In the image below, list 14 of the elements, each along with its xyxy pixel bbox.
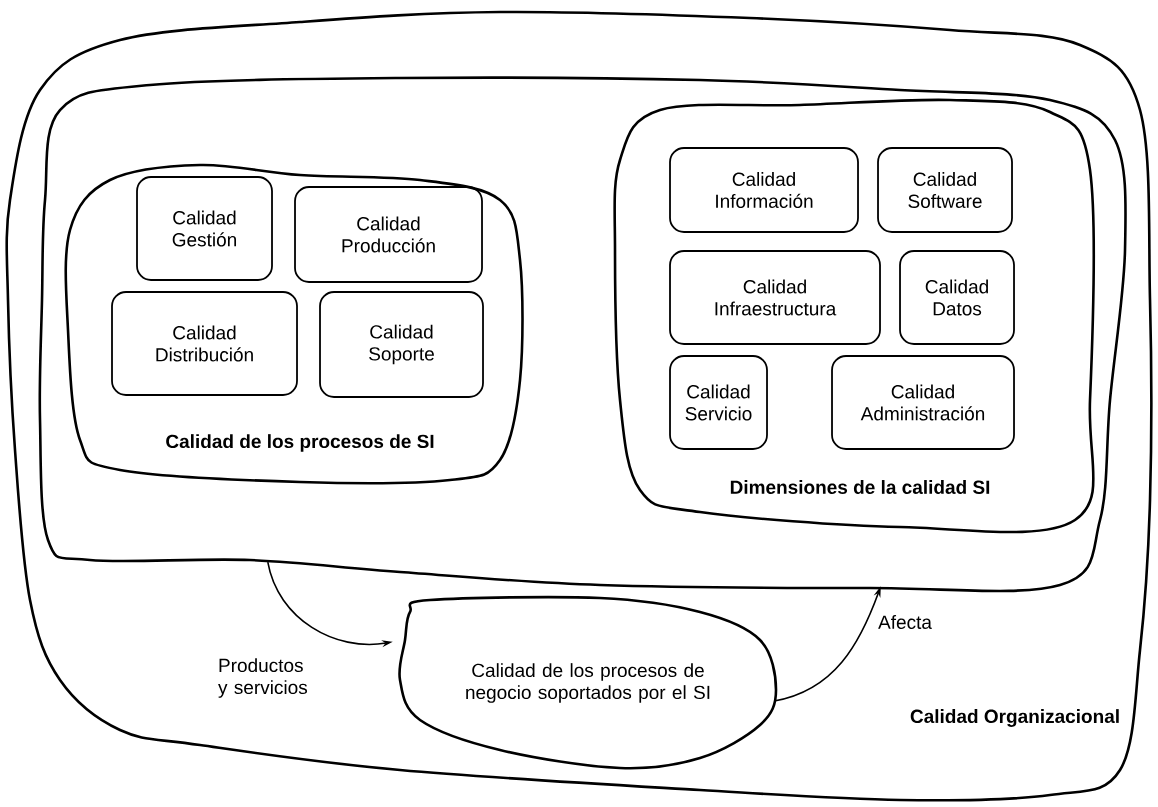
outline-blob: Calidad de los procesos de negocio soportados por el SI <box>398 595 778 770</box>
outline-blob <box>38 76 1127 593</box>
quality-box: Calidad Software <box>877 147 1013 233</box>
quality-box: Calidad Administración <box>831 355 1015 450</box>
quality-box: Calidad Distribución <box>111 291 298 396</box>
edge-label: Afecta <box>878 615 932 629</box>
quality-box: Calidad Infraestructura <box>669 250 881 345</box>
quality-box: Calidad Soporte <box>319 291 484 398</box>
quality-box: Calidad Gestión <box>136 176 273 281</box>
quality-box: Calidad Producción <box>294 186 483 283</box>
edge-label: Productos y servicios <box>218 658 308 698</box>
quality-box: Calidad Información <box>669 147 859 233</box>
quality-box: Calidad Datos <box>899 250 1015 345</box>
quality-box: Calidad Servicio <box>669 355 768 450</box>
